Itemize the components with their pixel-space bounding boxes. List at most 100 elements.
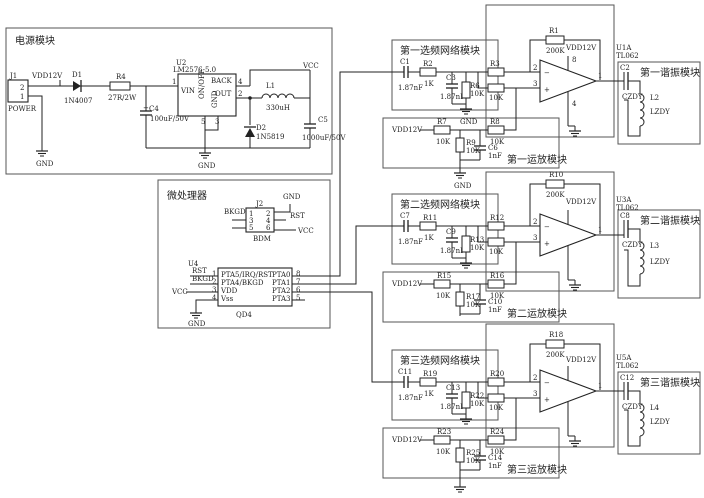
ch2-r-ref1-value: 10K	[436, 292, 451, 300]
ch1-r-ref2-ref: R8	[490, 118, 500, 126]
ch2-c-ref: C10	[488, 298, 502, 306]
ch3-r-fb	[545, 339, 565, 349]
u4-pin-pta1: PTA1	[272, 279, 291, 287]
u4-num-8: 8	[296, 270, 300, 278]
ch2-r-in	[487, 221, 505, 231]
u4-pin-pta0: PTA0	[272, 271, 291, 279]
ch3-opamp-vdd: VDD12V	[565, 356, 597, 364]
u2-regulator	[177, 73, 237, 117]
ch1-c-ref: C6	[488, 144, 498, 152]
c4-value: 100uF/50V	[150, 115, 190, 123]
ch3-c-ref-value: 1nF	[488, 462, 502, 470]
j2-name: BDM	[253, 235, 271, 243]
ch3-r-ref2-ref: R24	[490, 428, 505, 436]
r4-value: 27R/2W	[108, 94, 137, 102]
ch1-r-ref2	[487, 125, 505, 135]
ch1-pin-vminus: 4	[572, 100, 577, 108]
ch1-r-ref3	[455, 137, 465, 153]
u4-num-5: 5	[296, 294, 300, 302]
j1-connector	[7, 79, 29, 103]
u4-pin-pta3: PTA3	[272, 295, 291, 303]
ch3-opamp-plus: +	[544, 396, 550, 404]
mcu-module-frame	[157, 179, 331, 329]
ch3-pin-minus: 2	[533, 374, 537, 382]
j2-gnd-net: GND	[283, 193, 301, 201]
ch3-r-fb-ref: R18	[549, 331, 563, 339]
d2-diode	[245, 128, 255, 137]
ch2-opamp	[539, 213, 598, 257]
ch3-r-ref2-value: 10K	[490, 448, 505, 456]
u2-gnd-pin: GND	[211, 90, 219, 108]
ch2-c-b: C9	[446, 228, 456, 236]
ch2-c-out-value: CZDY	[622, 241, 643, 249]
u4-pin-vdd: VDD	[220, 287, 238, 295]
j2-pin4: 4	[266, 217, 271, 225]
ch2-c-in: C7	[400, 212, 410, 220]
u4-num-2: 2	[212, 278, 216, 286]
ch2-r-in2	[487, 237, 505, 247]
ch3-c-b-value: 1.87nF	[440, 403, 465, 411]
resonance-module-1-frame	[617, 61, 701, 145]
j2-bdm-header	[245, 207, 275, 233]
ch2-r-ref3	[455, 291, 465, 307]
ch1-r-a-value: 1K	[424, 80, 434, 88]
amp-module-2-frame	[382, 271, 560, 323]
ch1-r-a-ref: R2	[423, 60, 433, 68]
u2-part: LM2576-5.0	[173, 66, 216, 74]
ch3-c-ref: C14	[488, 454, 503, 462]
ch1-opamp	[539, 59, 598, 103]
ch1-opamp-vdd: VDD12V	[565, 44, 597, 52]
u4-rst-net: RST	[192, 267, 207, 275]
u2-onoff-pin: ON/OFF	[198, 69, 206, 99]
ch2-coil-ref: L3	[650, 242, 659, 250]
ch3-pin-plus: 3	[533, 390, 537, 398]
ch1-r-fb	[545, 35, 565, 45]
power-module-title: 电源模块	[15, 34, 55, 47]
ch1-opamp-minus: −	[544, 69, 550, 77]
ch2-r-b	[461, 235, 471, 253]
amp-module-1-frame	[382, 117, 560, 169]
ch1-c-in: C1	[400, 58, 410, 66]
ch2-r-in-ref: R12	[490, 214, 504, 222]
ch2-r-ref2-ref: R16	[490, 272, 505, 280]
ch2-opamp-vdd: VDD12V	[565, 198, 597, 206]
ch2-r-fb	[545, 179, 565, 189]
u4-name: QD4	[236, 311, 252, 319]
c4-ref: C4	[149, 105, 159, 113]
ch3-r-a	[419, 377, 437, 387]
resonance-module-2-title: 第二谐振模块	[640, 214, 700, 227]
ch1-r-b-ref: R6	[470, 82, 480, 90]
ch3-pin-out: 1	[598, 382, 602, 390]
j2-vcc-net: VCC	[297, 227, 314, 235]
j2-pin2: 2	[266, 210, 270, 218]
ch2-c-out: C8	[620, 212, 630, 220]
j2-pin6: 6	[266, 224, 271, 232]
u2-pin5: 5	[201, 118, 205, 126]
ch2-pin-minus: 2	[533, 218, 537, 226]
ch2-r-ref3-value: 10K	[466, 301, 481, 309]
opamp-module-3-frame	[485, 323, 615, 448]
ch1-r-ref2-value: 10K	[490, 138, 505, 146]
ch1-ref-vdd: VDD12V	[391, 126, 423, 134]
ch1-coil-ref: L2	[650, 94, 659, 102]
u2-pin1: 1	[172, 78, 176, 86]
ch3-opamp-minus: −	[544, 379, 550, 387]
u4-pin-pta4: PTA4/BKGD	[221, 279, 264, 287]
j2-rst-net: RST	[290, 212, 305, 220]
ch1-r-ref1-ref: R7	[437, 118, 447, 126]
resonance-module-3-title: 第三谐振模块	[640, 376, 700, 389]
ch2-ref-vdd: VDD12V	[391, 280, 423, 288]
ch1-r-ref3-ref: R9	[466, 139, 476, 147]
opamp-module-1-frame	[485, 4, 615, 138]
u4-num-6: 6	[296, 286, 301, 294]
ch3-opamp	[539, 369, 598, 413]
ch2-opamp-part: TL062	[616, 204, 639, 212]
amp-module-1-title: 第一运放模块	[507, 153, 567, 166]
filter-module-3-title: 第三选频网络模块	[400, 354, 480, 367]
ch3-r-in-ref: R20	[490, 370, 504, 378]
ch3-r-in	[487, 377, 505, 387]
power-vcc-label: VCC	[302, 62, 319, 70]
ch3-r-in-value: 10K	[489, 404, 504, 412]
ch2-c-in-value: 1.87nF	[398, 238, 423, 246]
